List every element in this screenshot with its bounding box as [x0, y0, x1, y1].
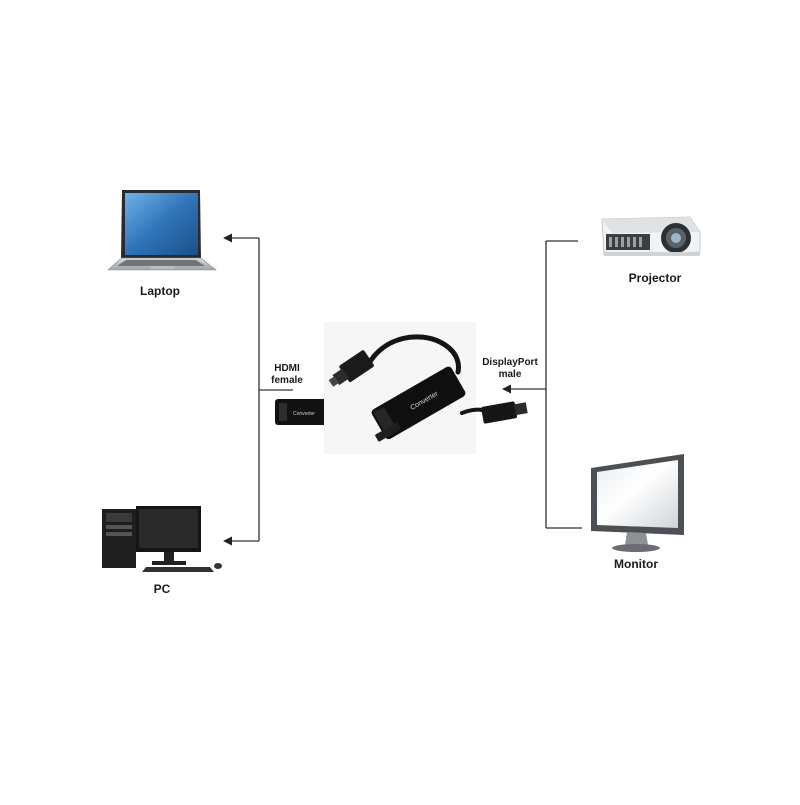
- monitor-label: Monitor: [614, 557, 658, 571]
- projector-label: Projector: [628, 271, 682, 285]
- laptop-label: Laptop: [140, 284, 180, 298]
- right-connector-lines: [502, 240, 582, 529]
- hdmi-label-line2: female: [271, 375, 303, 386]
- laptop-icon: [107, 190, 217, 271]
- adapter-small-text: Converter: [293, 411, 315, 417]
- dp-label-line2: male: [498, 369, 522, 380]
- projector-icon: [601, 216, 701, 256]
- dp-label-line1: DisplayPort: [482, 357, 538, 368]
- hdmi-label-line1: HDMI: [274, 363, 300, 374]
- pc-label: PC: [153, 582, 171, 596]
- pc-icon: [102, 506, 222, 572]
- converter-product-image: Converter: [324, 322, 528, 454]
- left-connector-lines: [223, 233, 293, 546]
- monitor-icon: [591, 454, 684, 552]
- displayport-male-label: DisplayPort male: [476, 357, 544, 381]
- displayport-male-plug-icon: [460, 401, 528, 424]
- hdmi-female-label: HDMI female: [262, 363, 312, 387]
